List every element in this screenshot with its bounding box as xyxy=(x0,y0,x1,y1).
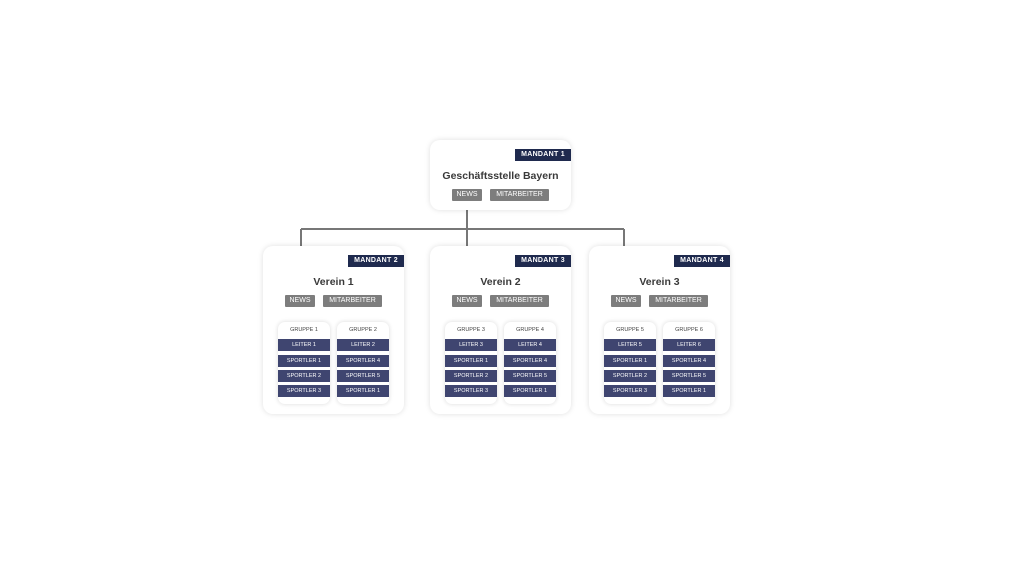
group-member: SPORTLER 2 xyxy=(604,370,656,382)
news-tag: NEWS xyxy=(611,295,641,307)
mandant-badge: MANDANT 2 xyxy=(348,255,404,267)
group-card: GRUPPE 1 LEITER 1 SPORTLER 1 SPORTLER 2 … xyxy=(278,322,330,404)
group-label: GRUPPE 1 xyxy=(290,327,318,333)
mandant-badge: MANDANT 3 xyxy=(515,255,571,267)
group-member: SPORTLER 5 xyxy=(663,370,715,382)
group-leader: LEITER 5 xyxy=(604,339,656,351)
club-title: Verein 1 xyxy=(313,276,354,288)
group-member: SPORTLER 3 xyxy=(604,385,656,397)
mitarbeiter-tag: MITARBEITER xyxy=(649,295,708,307)
root-card: MANDANT 1 Geschäftsstelle Bayern NEWS MI… xyxy=(430,140,571,210)
mitarbeiter-tag: MITARBEITER xyxy=(490,189,549,201)
group-member: SPORTLER 1 xyxy=(337,385,389,397)
group-member: SPORTLER 4 xyxy=(337,355,389,367)
group-member: SPORTLER 1 xyxy=(663,385,715,397)
group-member: SPORTLER 5 xyxy=(337,370,389,382)
group-card: GRUPPE 2 LEITER 2 SPORTLER 4 SPORTLER 5 … xyxy=(337,322,389,404)
mitarbeiter-tag: MITARBEITER xyxy=(490,295,549,307)
mandant-badge: MANDANT 1 xyxy=(515,149,571,161)
group-member: SPORTLER 4 xyxy=(663,355,715,367)
root-title: Geschäftsstelle Bayern xyxy=(442,170,559,182)
group-label: GRUPPE 2 xyxy=(349,327,377,333)
group-leader: LEITER 1 xyxy=(278,339,330,351)
group-member: SPORTLER 3 xyxy=(445,385,497,397)
group-member: SPORTLER 1 xyxy=(504,385,556,397)
news-tag: NEWS xyxy=(452,295,482,307)
group-leader: LEITER 6 xyxy=(663,339,715,351)
group-card: GRUPPE 4 LEITER 4 SPORTLER 4 SPORTLER 5 … xyxy=(504,322,556,404)
group-label: GRUPPE 6 xyxy=(675,327,703,333)
mandant-badge: MANDANT 4 xyxy=(674,255,730,267)
group-card: GRUPPE 6 LEITER 6 SPORTLER 4 SPORTLER 5 … xyxy=(663,322,715,404)
group-label: GRUPPE 4 xyxy=(516,327,544,333)
group-leader: LEITER 2 xyxy=(337,339,389,351)
group-member: SPORTLER 1 xyxy=(445,355,497,367)
group-member: SPORTLER 1 xyxy=(278,355,330,367)
club-title: Verein 2 xyxy=(480,276,521,288)
group-leader: LEITER 4 xyxy=(504,339,556,351)
group-member: SPORTLER 1 xyxy=(604,355,656,367)
group-card: GRUPPE 5 LEITER 5 SPORTLER 1 SPORTLER 2 … xyxy=(604,322,656,404)
group-member: SPORTLER 5 xyxy=(504,370,556,382)
group-member: SPORTLER 2 xyxy=(278,370,330,382)
news-tag: NEWS xyxy=(285,295,315,307)
mitarbeiter-tag: MITARBEITER xyxy=(323,295,382,307)
group-label: GRUPPE 5 xyxy=(616,327,644,333)
group-member: SPORTLER 4 xyxy=(504,355,556,367)
group-card: GRUPPE 3 LEITER 3 SPORTLER 1 SPORTLER 2 … xyxy=(445,322,497,404)
group-label: GRUPPE 3 xyxy=(457,327,485,333)
group-leader: LEITER 3 xyxy=(445,339,497,351)
group-member: SPORTLER 2 xyxy=(445,370,497,382)
club-title: Verein 3 xyxy=(639,276,680,288)
group-member: SPORTLER 3 xyxy=(278,385,330,397)
news-tag: NEWS xyxy=(452,189,482,201)
